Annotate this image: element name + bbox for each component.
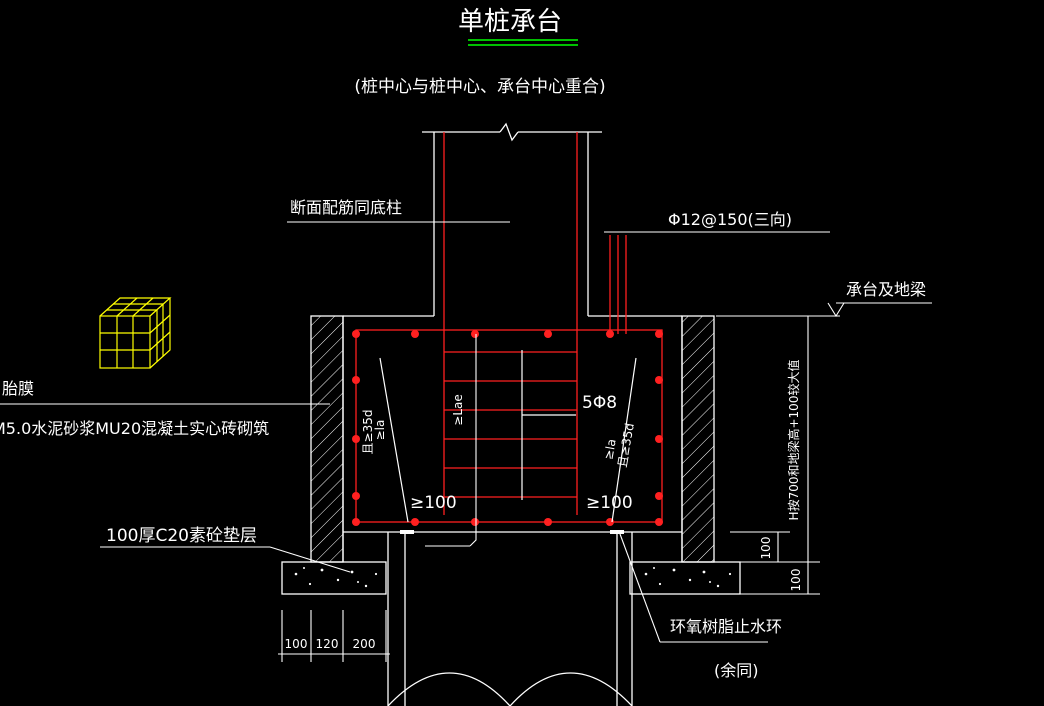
rebar-dots <box>352 330 663 526</box>
pile <box>387 532 633 706</box>
right-brick-wall <box>681 315 715 563</box>
cushion-layer <box>281 561 741 595</box>
height-note: H按700和地梁高+100较大值 <box>786 360 801 521</box>
label-right-diag-a: ≥la <box>601 438 618 461</box>
label-stirrup-spec: Φ12@150(三向) <box>668 210 792 229</box>
label-section-reinforcement: 断面配筋同底柱 <box>290 198 402 217</box>
drawing-title: 单桩承台 <box>458 7 562 37</box>
label-membrane: 胎膜 <box>2 379 34 398</box>
cube-icon <box>99 297 172 369</box>
label-right-diag-b: 且≥35d <box>615 422 637 469</box>
label-left-diag-b: 且≥35d <box>361 410 375 455</box>
label-bars: 5Φ8 <box>582 393 617 413</box>
label-masonry: M5.0水泥砂浆MU20混凝土实心砖砌筑 <box>0 419 269 438</box>
dim-right-1: 100 <box>759 537 773 560</box>
dim-100: 100 <box>285 637 308 651</box>
label-anchor-lae: ≥Lae <box>451 394 465 425</box>
left-brick-wall <box>310 315 344 563</box>
dim-200: 200 <box>353 637 376 651</box>
waterstop-right <box>610 530 624 534</box>
right-dimension <box>730 316 820 595</box>
column <box>343 122 682 317</box>
label-ge100-left: ≥100 <box>410 493 457 513</box>
anchor-lines <box>379 350 637 523</box>
dim-right-2: 100 <box>789 569 803 592</box>
label-same-below: (余同) <box>714 661 759 680</box>
label-ge100-right: ≥100 <box>586 493 633 513</box>
cap-rebar-cage <box>355 235 663 523</box>
waterstop-left <box>400 530 414 534</box>
leader-lines <box>0 221 932 643</box>
label-cushion: 100厚C20素砼垫层 <box>106 526 257 546</box>
drawing-subtitle: (桩中心与桩中心、承台中心重合) <box>354 77 605 97</box>
dim-120: 120 <box>316 637 339 651</box>
bottom-dimension <box>278 610 390 662</box>
label-waterstop: 环氧树脂止水环 <box>670 617 782 636</box>
label-left-diag-a: ≥la <box>373 420 387 441</box>
column-rebar <box>443 132 578 515</box>
label-cap-and-beam: 承台及地梁 <box>846 280 926 299</box>
